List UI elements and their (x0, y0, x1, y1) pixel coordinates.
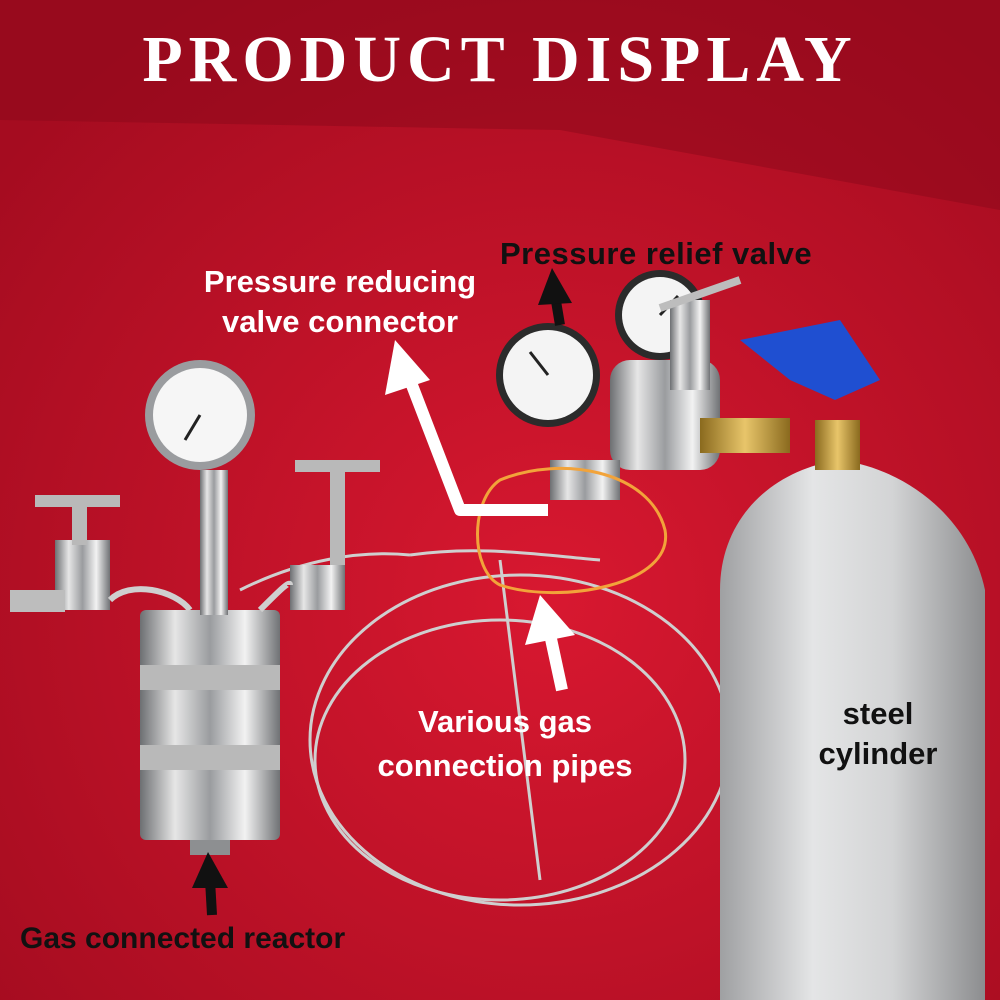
gas-connected-reactor (10, 360, 380, 855)
page-title: PRODUCT DISPLAY (142, 23, 858, 96)
label-steel-cylinder: steel cylinder (778, 694, 978, 774)
label-line: steel (842, 696, 914, 731)
label-line: cylinder (818, 736, 938, 771)
label-pressure-relief-valve: Pressure relief valve (500, 236, 813, 271)
label-various-gas-connection-pipes: Various gas connection pipes (330, 700, 680, 788)
pointer-arrows (192, 268, 575, 916)
highlight-ring (476, 467, 667, 595)
pressure-reducing-valve (496, 270, 880, 500)
steel-cylinder (720, 420, 985, 1000)
label-line: connection pipes (377, 748, 633, 783)
label-pressure-reducing-valve-connector: Pressure reducing valve connector (130, 262, 550, 342)
label-gas-connected-reactor: Gas connected reactor (20, 922, 346, 955)
label-line: Various gas (417, 704, 593, 739)
reducing-arrow (404, 377, 548, 516)
label-line: Pressure reducing (203, 264, 477, 299)
blue-valve-handle (740, 320, 880, 400)
label-line: valve connector (221, 304, 459, 339)
background-fold (0, 0, 1000, 210)
